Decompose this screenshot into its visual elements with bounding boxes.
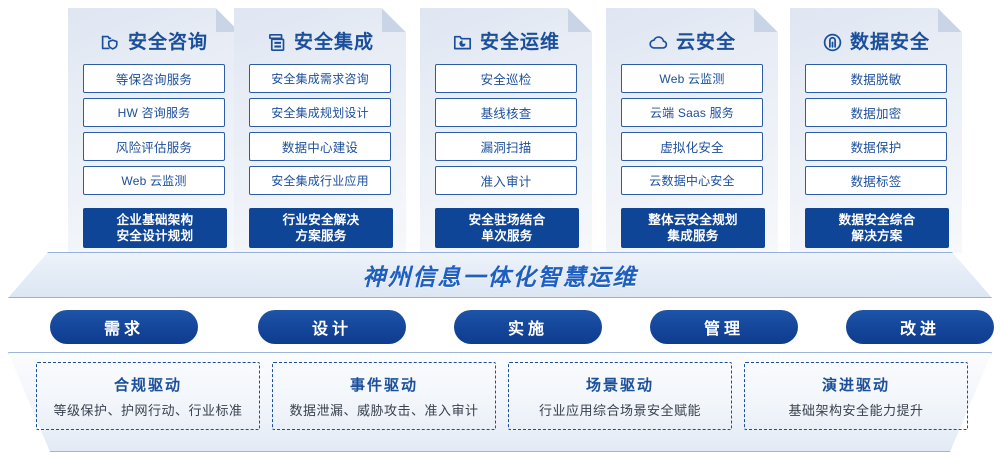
card-item[interactable]: 数据加密 [805,98,947,127]
lifecycle-pills-row: 需求 设计 实施 管理 改进 [0,310,1000,344]
drivers-base-panel [8,352,992,452]
card-header: 云安全 [606,26,778,58]
card-item-list: Web 云监测云端 Saas 服务虚拟化安全云数据中心安全 [621,64,763,200]
driver-box-2[interactable]: 事件驱动数据泄漏、威胁攻击、准入审计 [272,362,496,430]
lifecycle-pill-label: 改进 [899,321,940,338]
card-solution-box[interactable]: 企业基础架构安全设计规划 [83,208,227,248]
driver-title: 演进驱动 [821,376,890,394]
card-header: 安全集成 [234,26,406,58]
card-solution-box[interactable]: 行业安全解决方案服务 [249,208,393,248]
card-solution-line1: 数据安全综合 [838,213,916,227]
card-solution-box[interactable]: 整体云安全规划集成服务 [621,208,765,248]
cloud-icon [648,32,669,53]
driver-box-1[interactable]: 合规驱动等级保护、护网行动、行业标准 [36,362,260,430]
card-item[interactable]: 云数据中心安全 [621,166,763,195]
card-item[interactable]: 数据标签 [805,166,947,195]
driver-title: 场景驱动 [585,376,654,394]
card-item[interactable]: 数据中心建设 [249,132,391,161]
card-solution-box[interactable]: 数据安全综合解决方案 [805,208,949,248]
driver-title: 合规驱动 [113,376,182,394]
integration-banner: 神州信息一体化智慧运维 [8,252,992,298]
capability-card-3[interactable]: 安全运维安全巡检基线核查漏洞扫描准入审计安全驻场结合单次服务 [420,8,592,253]
card-item[interactable]: 数据脱敏 [805,64,947,93]
lifecycle-pill-2[interactable]: 设计 [258,310,406,344]
folder-shield-icon [100,32,121,53]
card-solution-line2: 集成服务 [667,229,719,243]
card-item[interactable]: 安全集成需求咨询 [249,64,391,93]
card-item[interactable]: 风险评估服务 [83,132,225,161]
card-title: 云安全 [675,31,736,53]
card-solution-line1: 行业安全解决 [282,213,360,227]
driver-title: 事件驱动 [349,376,418,394]
card-solution-line1: 整体云安全规划 [648,213,738,227]
lifecycle-pill-label: 实施 [507,321,548,338]
lifecycle-pill-4[interactable]: 管理 [650,310,798,344]
card-item-list: 数据脱敏数据加密数据保护数据标签 [805,64,947,200]
card-item[interactable]: 安全巡检 [435,64,577,93]
card-title: 安全集成 [293,31,374,53]
banner-title: 神州信息一体化智慧运维 [362,264,638,290]
capability-card-2[interactable]: 安全集成安全集成需求咨询安全集成规划设计数据中心建设安全集成行业应用行业安全解决… [234,8,406,253]
card-item[interactable]: 虚拟化安全 [621,132,763,161]
capability-card-5[interactable]: 数据安全数据脱敏数据加密数据保护数据标签数据安全综合解决方案 [790,8,962,253]
card-item-list: 安全巡检基线核查漏洞扫描准入审计 [435,64,577,200]
card-item[interactable]: 云端 Saas 服务 [621,98,763,127]
lifecycle-pill-label: 需求 [103,321,144,338]
driver-box-3[interactable]: 场景驱动行业应用综合场景安全赋能 [508,362,732,430]
card-title: 数据安全 [849,31,930,53]
card-item-list: 等保咨询服务 HW 咨询服务风险评估服务 Web 云监测 [83,64,225,200]
driver-box-4[interactable]: 演进驱动基础架构安全能力提升 [744,362,968,430]
card-solution-line2: 解决方案 [851,229,903,243]
card-item[interactable]: 等保咨询服务 [83,64,225,93]
card-item[interactable]: Web 云监测 [83,166,225,195]
card-item[interactable]: 准入审计 [435,166,577,195]
lifecycle-pill-label: 设计 [311,321,352,338]
card-solution-line1: 安全驻场结合 [468,213,546,227]
card-solution-box[interactable]: 安全驻场结合单次服务 [435,208,579,248]
lifecycle-pill-label: 管理 [703,321,744,338]
card-item[interactable]: 漏洞扫描 [435,132,577,161]
capability-cards-row: 安全咨询等保咨询服务 HW 咨询服务风险评估服务 Web 云监测企业基础架构安全设计… [0,8,1000,253]
driver-subtitle: 等级保护、护网行动、行业标准 [53,402,243,418]
lifecycle-pill-5[interactable]: 改进 [846,310,994,344]
card-title: 安全咨询 [127,31,208,53]
card-item[interactable]: 安全集成行业应用 [249,166,391,195]
server-stack-icon [266,32,287,53]
card-solution-line1: 企业基础架构 [116,213,194,227]
capability-card-1[interactable]: 安全咨询等保咨询服务 HW 咨询服务风险评估服务 Web 云监测企业基础架构安全设计… [68,8,240,253]
driver-subtitle: 基础架构安全能力提升 [788,402,924,418]
driver-subtitle: 行业应用综合场景安全赋能 [538,402,701,418]
card-item[interactable]: HW 咨询服务 [83,98,225,127]
drivers-row: 合规驱动等级保护、护网行动、行业标准事件驱动数据泄漏、威胁攻击、准入审计场景驱动… [0,352,1000,452]
card-item[interactable]: Web 云监测 [621,64,763,93]
card-solution-line2: 安全设计规划 [116,229,194,243]
fingerprint-icon [822,32,843,53]
card-solution-line2: 方案服务 [295,229,347,243]
driver-subtitle: 数据泄漏、威胁攻击、准入审计 [289,402,479,418]
card-header: 安全咨询 [68,26,240,58]
card-header: 安全运维 [420,26,592,58]
card-solution-line2: 单次服务 [481,229,533,243]
card-item-list: 安全集成需求咨询安全集成规划设计数据中心建设安全集成行业应用 [249,64,391,200]
folder-monitor-icon [452,32,473,53]
lifecycle-pill-1[interactable]: 需求 [50,310,198,344]
card-header: 数据安全 [790,26,962,58]
capability-card-4[interactable]: 云安全 Web 云监测云端 Saas 服务虚拟化安全云数据中心安全整体云安全规划集… [606,8,778,253]
card-item[interactable]: 基线核查 [435,98,577,127]
card-title: 安全运维 [479,31,560,53]
card-item[interactable]: 数据保护 [805,132,947,161]
lifecycle-pill-3[interactable]: 实施 [454,310,602,344]
card-item[interactable]: 安全集成规划设计 [249,98,391,127]
